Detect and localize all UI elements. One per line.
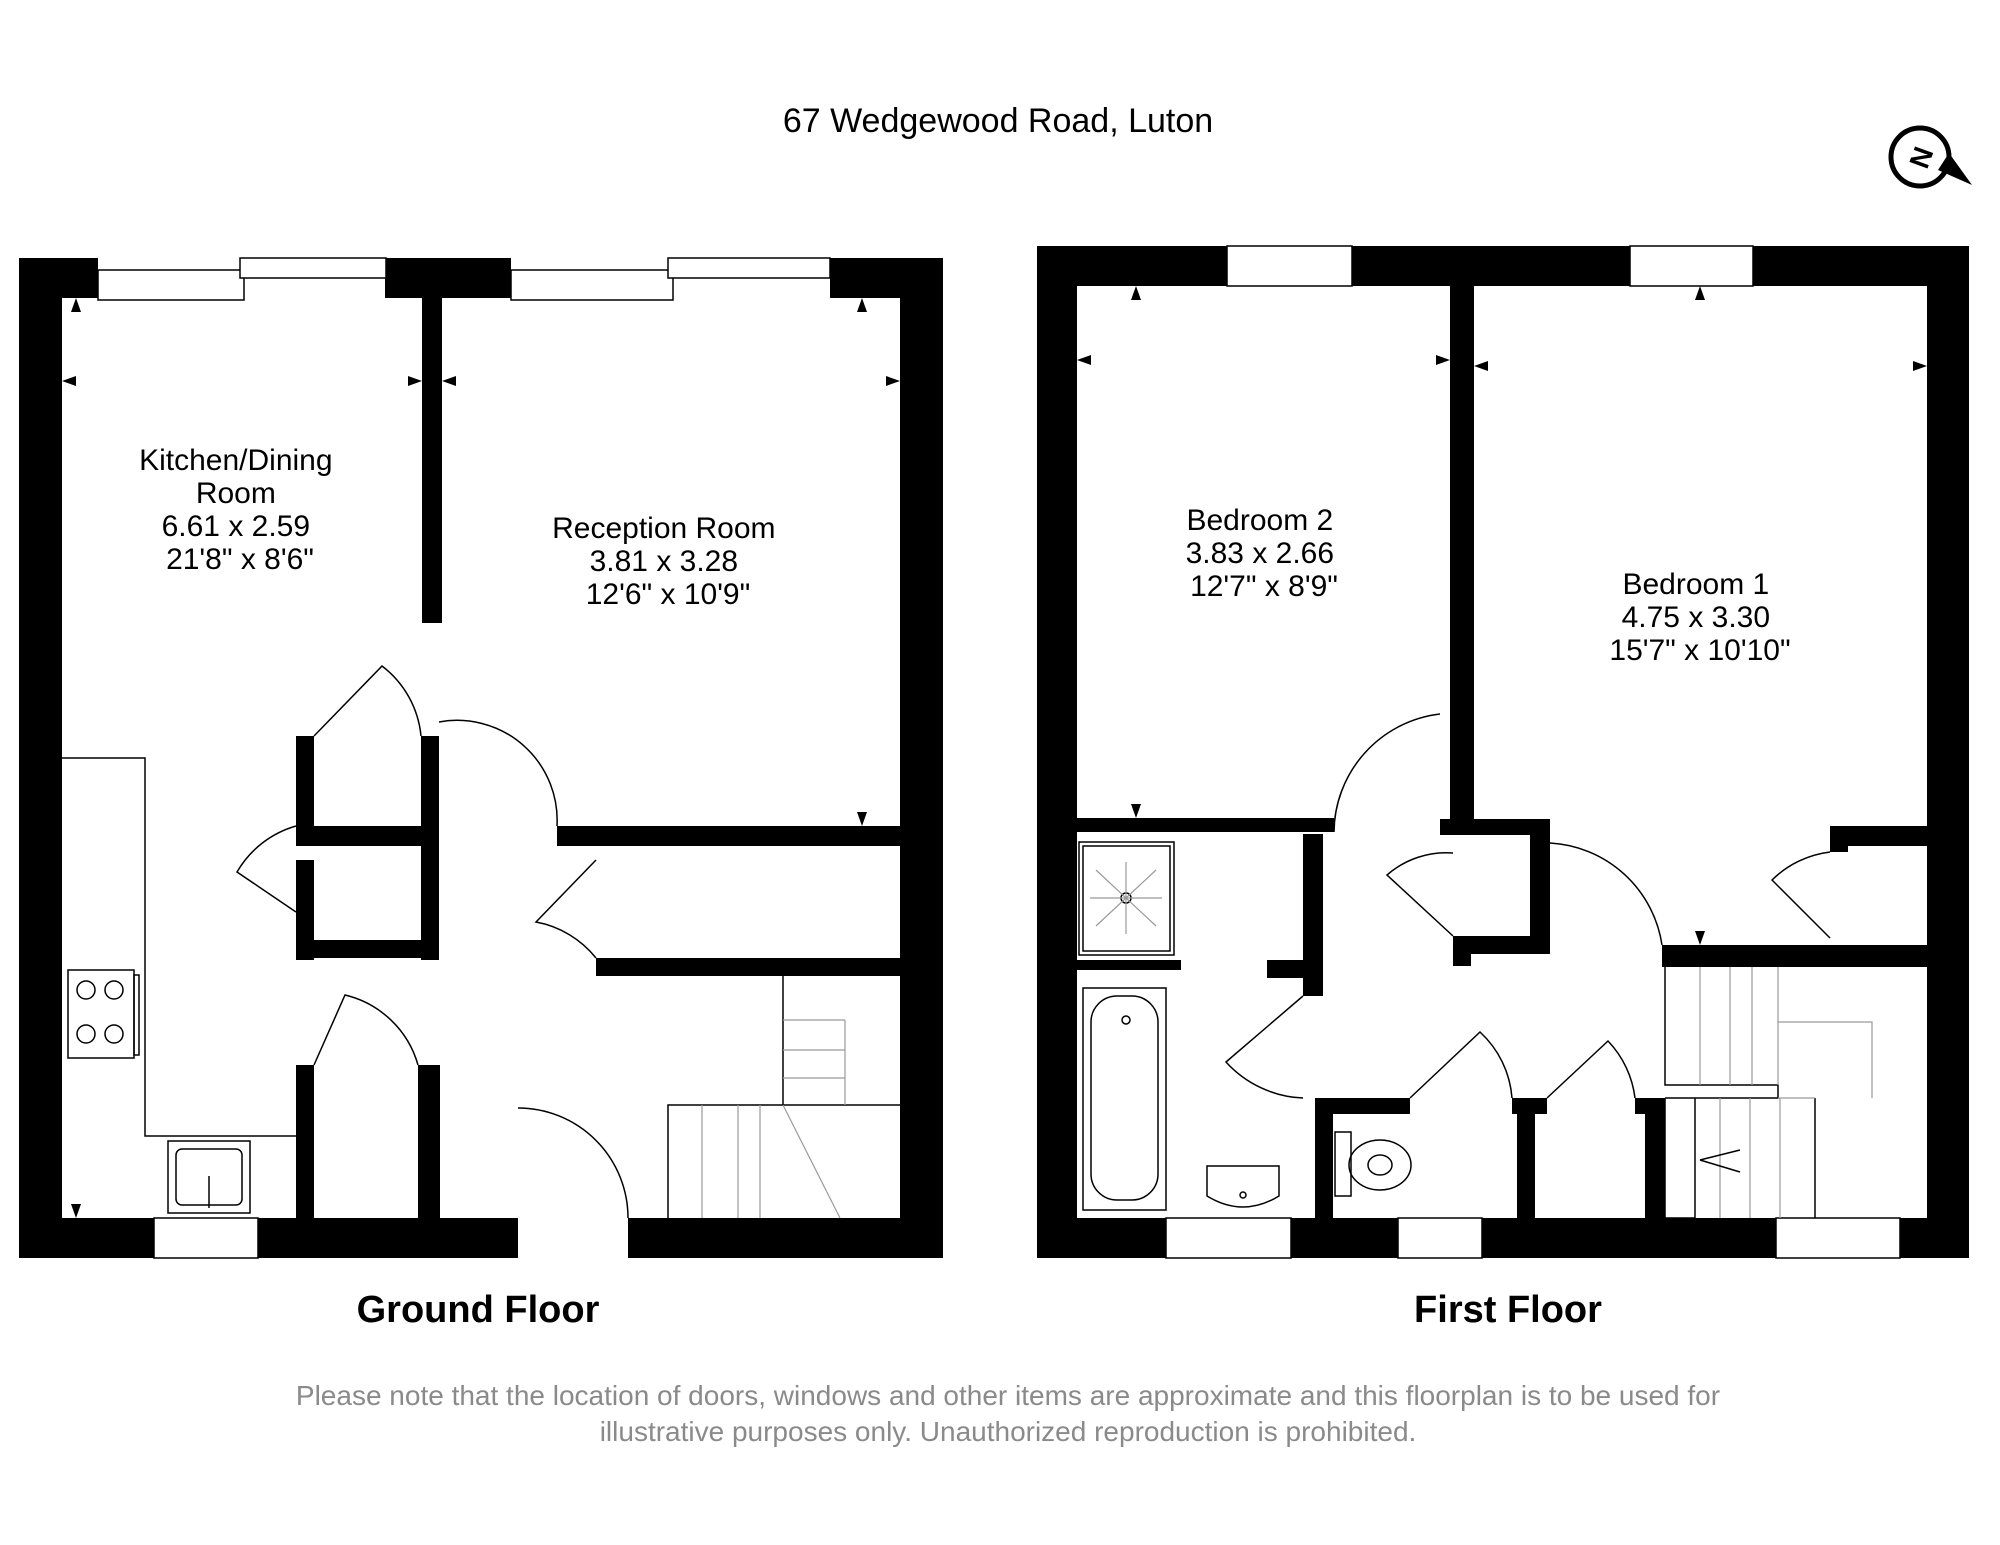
ground-floor-stairs [667, 976, 900, 1219]
dimension-arrows [1077, 286, 1927, 945]
room-label-reception: Reception Room 3.81 x 3.28 12'6" x 10'9" [552, 512, 784, 611]
room-label-bedroom-2: Bedroom 2 3.83 x 2.66 12'7" x 8'9" [1186, 504, 1343, 603]
floor-name-ground: Ground Floor [357, 1289, 600, 1331]
basin-icon [1206, 1165, 1280, 1208]
toilet-icon [1334, 1131, 1412, 1197]
hob-icon [67, 969, 140, 1059]
disclaimer-line-1: Please note that the location of doors, … [296, 1380, 1720, 1411]
north-compass-icon: N [1888, 125, 1972, 189]
floor-name-first: First Floor [1414, 1289, 1602, 1331]
page-title: 67 Wedgewood Road, Luton [783, 102, 1213, 140]
disclaimer-line-2: illustrative purposes only. Unauthorized… [600, 1416, 1417, 1447]
bath-icon [1082, 987, 1167, 1211]
first-floor-stairs [1664, 967, 1873, 1219]
first-floor-plan: Bedroom 2 3.83 x 2.66 12'7" x 8'9" Bedro… [1037, 245, 1969, 1331]
ground-floor-plan: Kitchen/Dining Room 6.61 x 2.59 21'8" x … [19, 257, 943, 1331]
dimension-arrows [62, 298, 900, 1218]
room-label-kitchen-dining: Kitchen/Dining Room 6.61 x 2.59 21'8" x … [139, 444, 341, 576]
kitchen-sink-icon [167, 1140, 251, 1214]
shower-icon [1078, 841, 1175, 956]
room-label-bedroom-1: Bedroom 1 4.75 x 3.30 15'7" x 10'10" [1609, 568, 1790, 667]
